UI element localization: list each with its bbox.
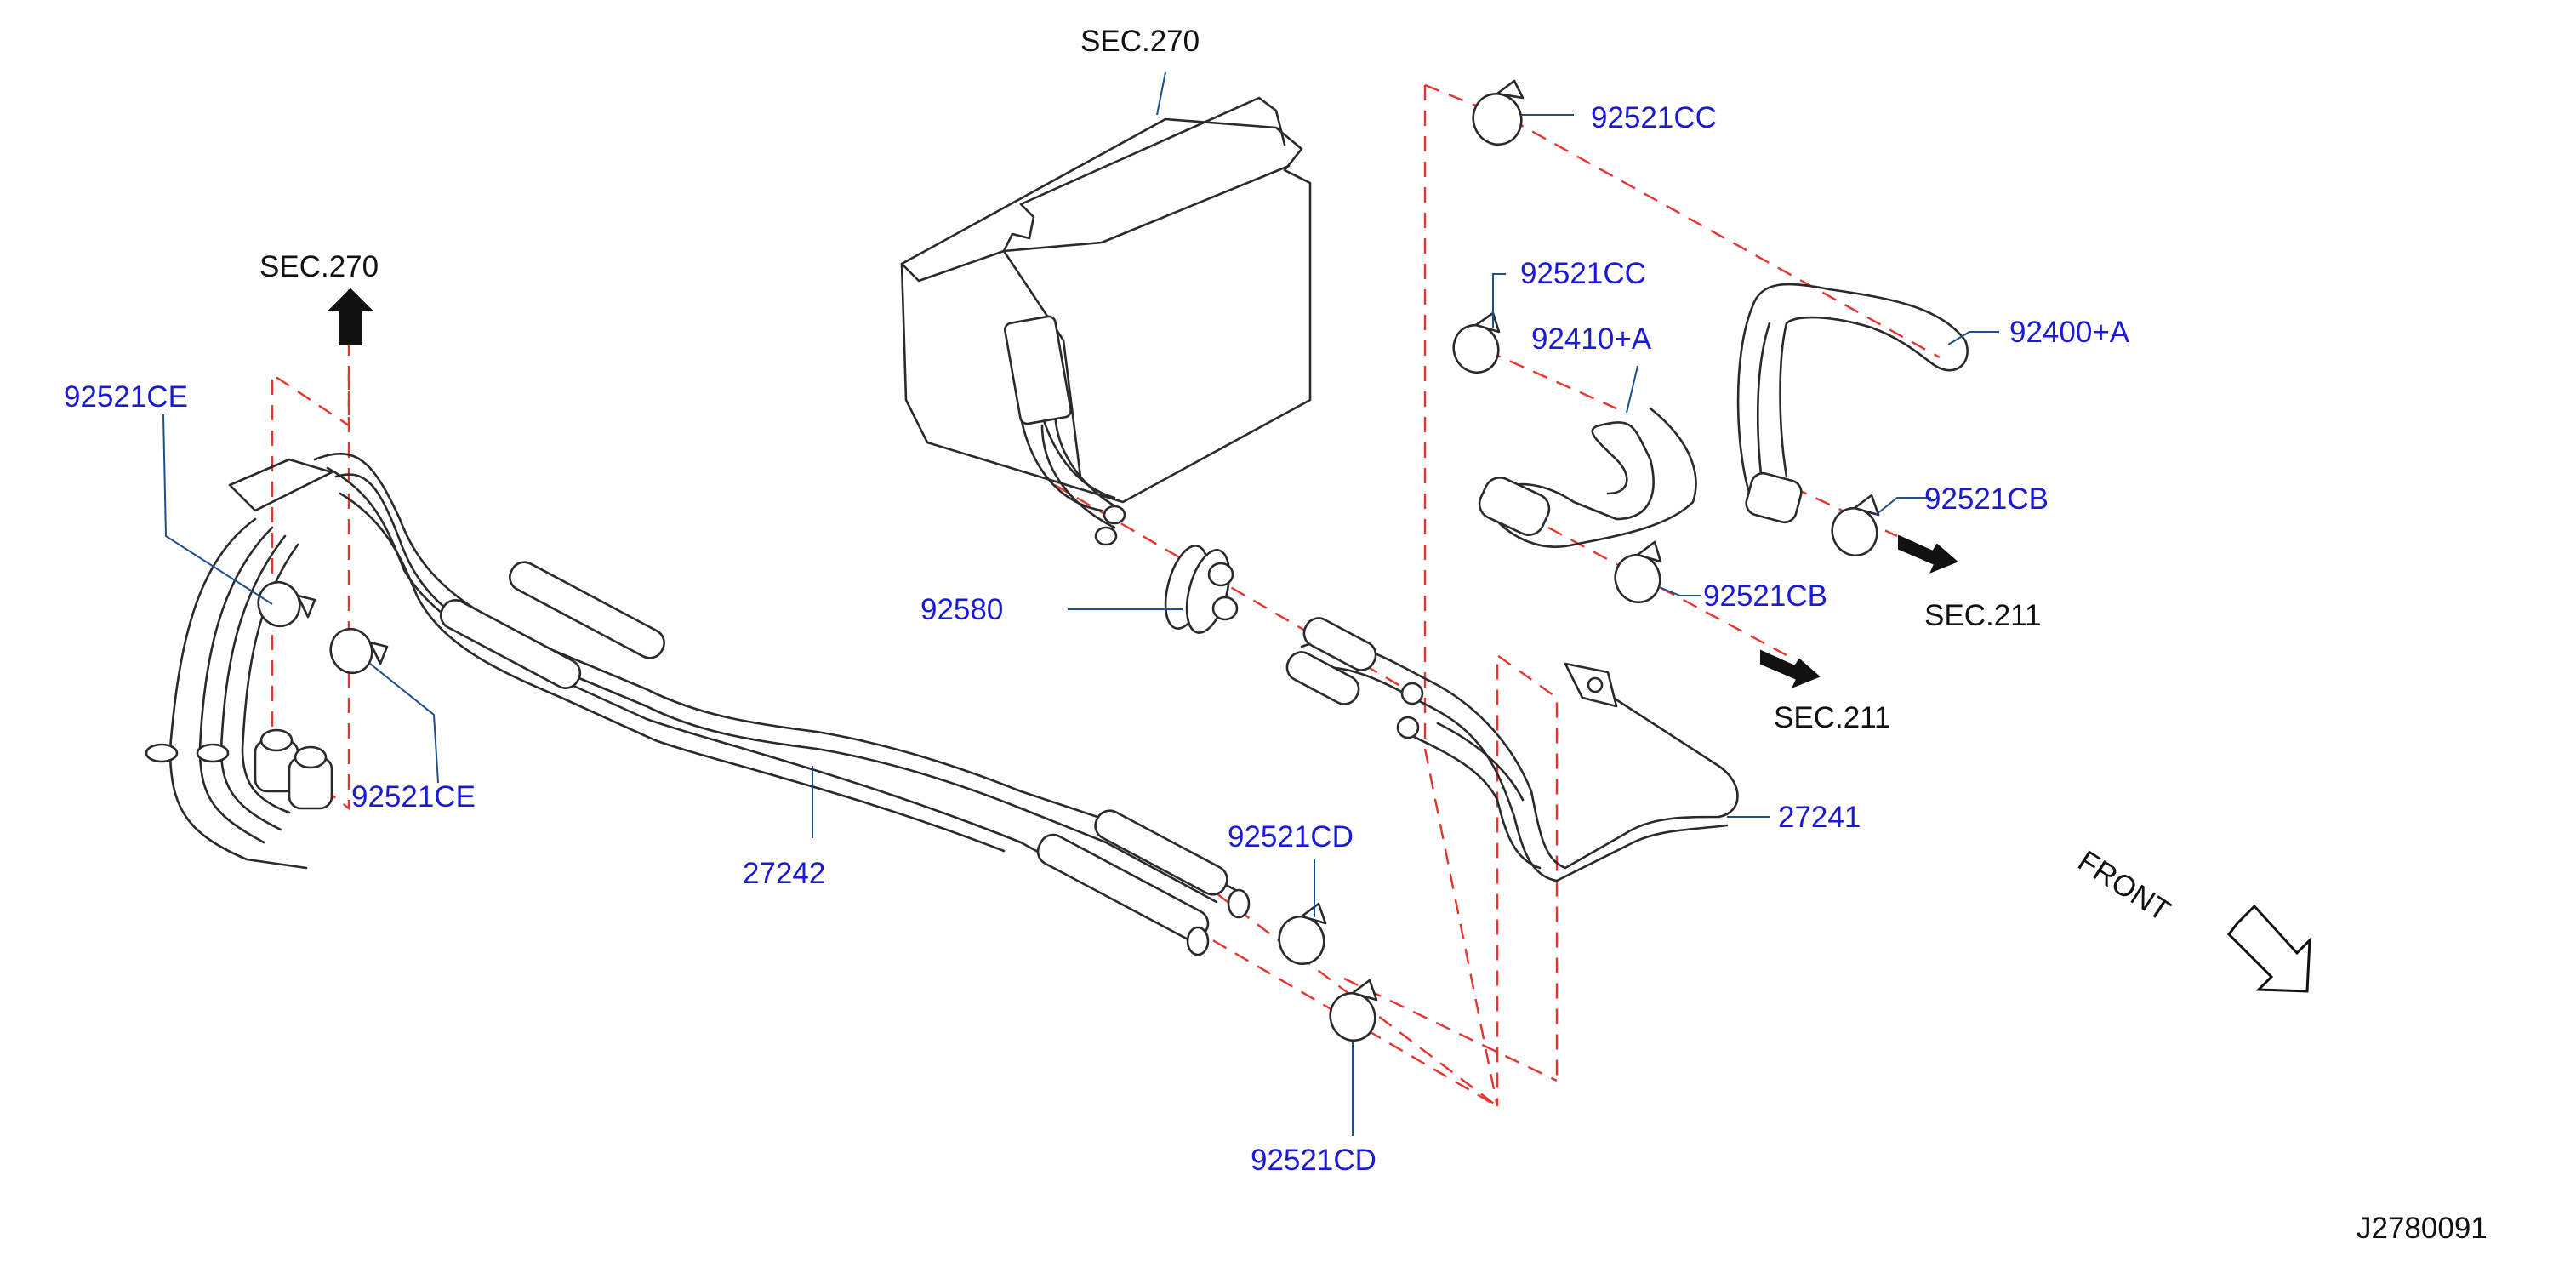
arrow-up-sec270 xyxy=(327,288,374,345)
part-92521cc-top[interactable]: 92521CC xyxy=(1591,101,1717,134)
tube-assembly-27242 xyxy=(145,452,1251,956)
tube-assembly-27241 xyxy=(1285,617,1739,882)
sec-270-arrow-label: SEC.270 xyxy=(259,250,379,283)
clamp-92521cb-left xyxy=(1614,540,1662,604)
part-92521ce-bottom[interactable]: 92521CE xyxy=(351,780,476,813)
clamp-92521cc-mid xyxy=(1452,311,1501,374)
arrow-sec211-lower xyxy=(1760,649,1821,688)
part-92521ce-top[interactable]: 92521CE xyxy=(64,380,188,414)
part-92521cb-left[interactable]: 92521CB xyxy=(1703,579,1827,613)
sec-270-canister-label: SEC.270 xyxy=(1080,25,1200,58)
sec-211-upper-label: SEC.211 xyxy=(1924,599,2042,632)
part-92410-a[interactable]: 92410+A xyxy=(1531,322,1652,356)
hose-92400 xyxy=(1736,283,1969,524)
evap-canister xyxy=(900,96,1312,546)
arrow-sec211-upper xyxy=(1898,534,1958,574)
clamp-92521ce-top xyxy=(257,580,316,628)
clamp-92521cd-top xyxy=(1278,902,1327,966)
clamp-92521cb-right xyxy=(1831,494,1880,557)
part-92580[interactable]: 92580 xyxy=(920,593,1003,626)
front-label: FRONT xyxy=(2072,844,2176,927)
clamp-92521cd-bottom xyxy=(1329,979,1378,1042)
part-92521cb-right[interactable]: 92521CB xyxy=(1924,482,2049,516)
leader-lines xyxy=(162,71,1999,1136)
part-27241[interactable]: 27241 xyxy=(1778,801,1861,834)
part-92521cd-bottom[interactable]: 92521CD xyxy=(1251,1144,1376,1177)
front-arrow-icon xyxy=(2227,904,2311,993)
clamp-92521ce-bottom xyxy=(329,627,389,675)
part-92521cd-top[interactable]: 92521CD xyxy=(1228,820,1354,853)
part-92400-a[interactable]: 92400+A xyxy=(2009,316,2130,349)
part-27242[interactable]: 27242 xyxy=(743,857,825,890)
drawing-id: J2780091 xyxy=(2357,1212,2488,1245)
part-92521cc-mid[interactable]: 92521CC xyxy=(1520,257,1646,290)
sec-211-lower-label: SEC.211 xyxy=(1774,701,1891,734)
hose-92410 xyxy=(1478,407,1697,548)
grommet-92580 xyxy=(1164,545,1239,634)
clamp-92521cc-top xyxy=(1472,79,1525,146)
